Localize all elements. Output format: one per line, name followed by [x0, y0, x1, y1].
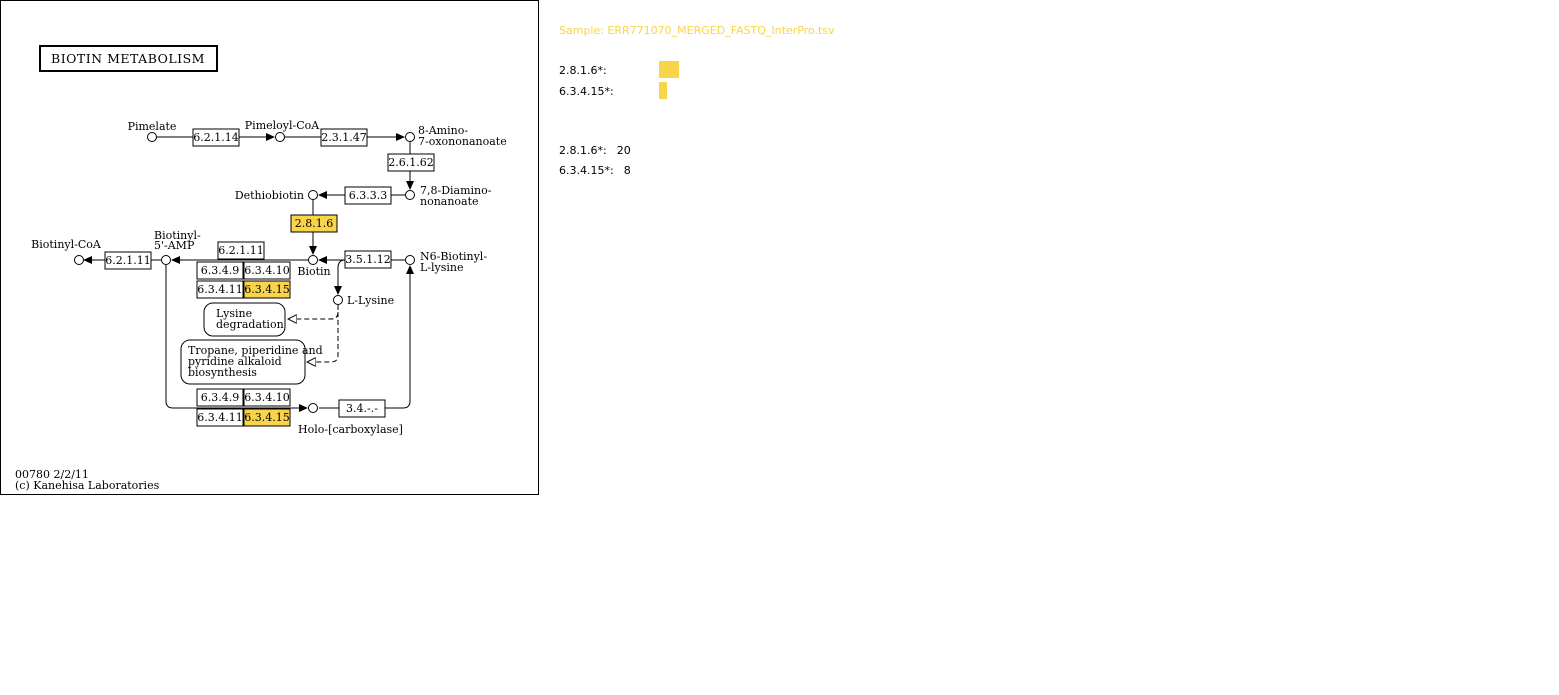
enzyme-box-6-2-1-11-top[interactable]: 6.2.1.11 — [217, 241, 265, 260]
enzyme-box-6-3-4-9-upper[interactable]: 6.3.4.9 — [196, 261, 244, 280]
map-label-tropane-2: pyridine alkaloid — [188, 355, 282, 368]
compound-label-holo-carboxylase: Holo-[carboxylase] — [298, 423, 403, 436]
enzyme-label: 6.3.4.10 — [244, 391, 289, 404]
enzyme-label: 6.2.1.11 — [218, 244, 263, 257]
abundance-bar-2-8-1-6 — [659, 61, 679, 78]
compound-label-n6-biotinyl-lysine-2: L-lysine — [420, 261, 464, 274]
compound-label-biotinyl-amp-2: 5'-AMP — [154, 239, 195, 252]
count-value: 8 — [623, 164, 631, 177]
enzyme-box-6-2-1-14[interactable]: 6.2.1.14 — [192, 128, 240, 147]
enzyme-box-6-3-4-10-upper[interactable]: 6.3.4.10 — [243, 261, 291, 280]
enzyme-label: 2.6.1.62 — [388, 156, 433, 169]
enzyme-label: 6.3.4.9 — [201, 264, 239, 277]
pathway-title: BIOTIN METABOLISM — [51, 51, 205, 66]
enzyme-box-6-2-1-11-left[interactable]: 6.2.1.11 — [104, 251, 152, 270]
enzyme-box-6-3-3-3[interactable]: 6.3.3.3 — [344, 186, 392, 205]
compound-label-biotinyl-coa: Biotinyl-CoA — [31, 238, 102, 251]
compound-label-dethiobiotin: Dethiobiotin — [235, 189, 304, 202]
compound-node-amino-oxononanoate[interactable] — [405, 132, 415, 142]
count-label: 2.8.1.6*: — [559, 144, 607, 157]
enzyme-box-6-3-4-15-upper[interactable]: 6.3.4.15 — [243, 280, 291, 299]
enzyme-box-6-3-4-11-upper[interactable]: 6.3.4.11 — [196, 280, 244, 299]
compound-node-biotinyl-amp[interactable] — [161, 255, 171, 265]
map-footer-copyright: (c) Kanehisa Laboratories — [15, 479, 160, 492]
title-box — [39, 45, 218, 72]
enzyme-label: 6.2.1.11 — [105, 254, 150, 267]
map-label-tropane-3: biosynthesis — [188, 366, 257, 379]
pathway-map: BIOTIN METABOLISM Pimelate Pimeloyl-CoA … — [0, 0, 539, 495]
compound-node-dethiobiotin[interactable] — [308, 190, 318, 200]
enzyme-box-2-3-1-47[interactable]: 2.3.1.47 — [320, 128, 368, 147]
compound-label-pimeloyl-coa: Pimeloyl-CoA — [245, 119, 320, 132]
enzyme-label: 6.2.1.14 — [193, 131, 238, 144]
compound-label-l-lysine: L-Lysine — [347, 294, 394, 307]
map-footer-id: 00780 2/2/11 — [15, 468, 89, 481]
count-row-2-8-1-6: 2.8.1.6*: 20 — [559, 144, 631, 157]
compound-label-diaminononanoate-2: nonanoate — [420, 195, 479, 208]
compound-node-holo-carboxylase[interactable] — [308, 403, 318, 413]
count-label: 6.3.4.15*: — [559, 164, 614, 177]
enzyme-box-6-3-4-10-lower[interactable]: 6.3.4.10 — [243, 388, 291, 407]
count-value: 20 — [616, 144, 631, 157]
compound-node-diaminononanoate[interactable] — [405, 190, 415, 200]
compound-node-l-lysine[interactable] — [333, 295, 343, 305]
map-link-lysine-degradation[interactable]: Lysine degradation — [203, 302, 286, 337]
enzyme-label: 6.3.4.15 — [244, 411, 289, 424]
enzyme-box-2-6-1-62[interactable]: 2.6.1.62 — [387, 153, 435, 172]
enzyme-label: 2.8.1.6 — [295, 217, 333, 230]
compound-node-pimeloyl-coa[interactable] — [275, 132, 285, 142]
compound-label-amino-oxononanoate: 8-Amino- — [418, 124, 468, 137]
abundance-bar-6-3-4-15 — [659, 82, 667, 99]
compound-label-pimelate: Pimelate — [128, 120, 177, 133]
map-label-degradation: degradation — [216, 318, 284, 331]
enzyme-label: 6.3.4.9 — [201, 391, 239, 404]
enzyme-label: 3.5.1.12 — [345, 253, 390, 266]
enzyme-box-6-3-4-15-lower[interactable]: 6.3.4.15 — [243, 408, 291, 427]
enzyme-label: 6.3.4.11 — [197, 283, 242, 296]
enzyme-label: 6.3.3.3 — [349, 189, 387, 202]
map-label-lysine: Lysine — [216, 307, 252, 320]
count-row-6-3-4-15: 6.3.4.15*: 8 — [559, 164, 631, 177]
enzyme-label: 6.3.4.11 — [197, 411, 242, 424]
map-link-tropane-alkaloid[interactable]: Tropane, piperidine and pyridine alkaloi… — [180, 339, 323, 385]
bar-label-6-3-4-15: 6.3.4.15*: — [559, 85, 614, 98]
enzyme-box-6-3-4-11-lower[interactable]: 6.3.4.11 — [196, 408, 244, 427]
enzyme-label: 2.3.1.47 — [321, 131, 366, 144]
compound-node-biotin[interactable] — [308, 255, 318, 265]
enzyme-box-3-5-1-12[interactable]: 3.5.1.12 — [344, 250, 392, 269]
enzyme-box-3-4[interactable]: 3.4.-.- — [338, 399, 386, 418]
enzyme-label: 6.3.4.10 — [244, 264, 289, 277]
map-label-tropane-1: Tropane, piperidine and — [188, 344, 323, 357]
enzyme-label: 6.3.4.15 — [244, 283, 289, 296]
bar-label-2-8-1-6: 2.8.1.6*: — [559, 64, 607, 77]
compound-label-amino-oxononanoate-2: 7-oxononanoate — [418, 135, 507, 148]
sample-name: Sample: ERR771070_MERGED_FASTQ_InterPro.… — [559, 24, 835, 37]
compound-node-pimelate[interactable] — [147, 132, 157, 142]
compound-label-diaminononanoate: 7,8-Diamino- — [420, 184, 492, 197]
enzyme-label: 3.4.-.- — [346, 402, 378, 415]
enzyme-box-6-3-4-9-lower[interactable]: 6.3.4.9 — [196, 388, 244, 407]
compound-label-n6-biotinyl-lysine: N6-Biotinyl- — [420, 250, 487, 263]
compound-label-biotinyl-amp: Biotinyl- — [154, 229, 201, 242]
compound-node-biotinyl-coa[interactable] — [74, 255, 84, 265]
compound-node-n6-biotinyl-lysine[interactable] — [405, 255, 415, 265]
enzyme-box-2-8-1-6[interactable]: 2.8.1.6 — [290, 214, 338, 233]
compound-label-biotin: Biotin — [297, 265, 330, 278]
